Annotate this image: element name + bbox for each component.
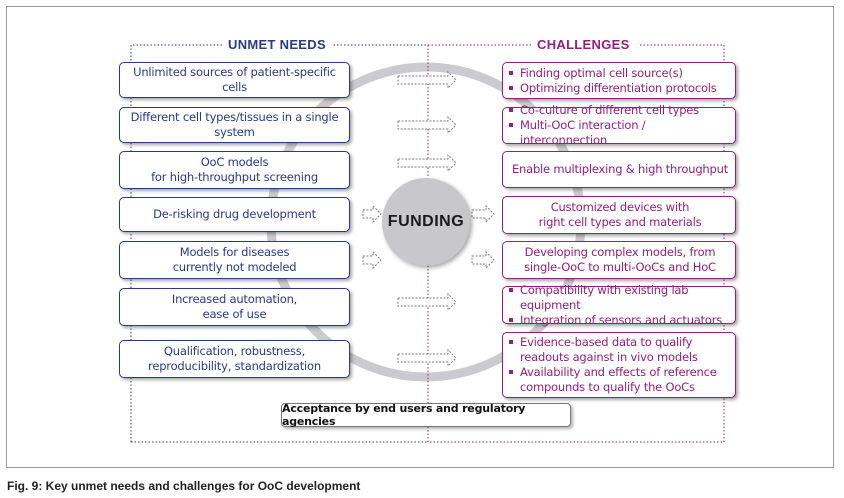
challenge-bullet: Evidence-based data to qualify readouts …: [509, 335, 731, 365]
challenge-bullet: Optimizing differentiation protocols: [509, 81, 731, 96]
need-box-6: Increased automation, ease of use: [119, 288, 350, 326]
bullet-square-icon: [509, 123, 513, 127]
need-text: Increased automation,: [171, 292, 298, 306]
need-text: ease of use: [202, 307, 267, 321]
acceptance-box: Acceptance by end users and regulatory a…: [281, 402, 571, 428]
bullet-square-icon: [509, 108, 513, 112]
challenges-header: CHALLENGES: [531, 37, 636, 52]
acceptance-text: Acceptance by end users and regulatory a…: [282, 402, 526, 428]
bullet-square-icon: [509, 317, 513, 322]
dashed-arrow-icon: [397, 153, 457, 173]
figure-caption: Fig. 9: Key unmet needs and challenges f…: [7, 479, 361, 493]
bullet-square-icon: [509, 370, 513, 374]
challenge-bullet: Availability and effects of reference co…: [509, 365, 731, 395]
need-text: currently not modeled: [172, 260, 297, 274]
challenge-text: Enable multiplexing & high throughput: [511, 162, 729, 176]
need-box-2: Different cell types/tissues in a single…: [119, 107, 350, 143]
challenges-bracket: [428, 44, 725, 443]
need-box-5: Models for diseases currently not modele…: [119, 241, 350, 279]
challenge-text: Optimizing differentiation protocols: [520, 80, 717, 95]
challenge-bullet: Compatibility with existing lab equipmen…: [509, 283, 731, 313]
need-text: OoC models: [200, 155, 269, 169]
challenge-bullet: Multi-OoC interaction / interconnection: [509, 118, 731, 148]
need-box-1: Unlimited sources of patient-specific ce…: [119, 62, 350, 98]
need-box-4: De-risking drug development: [119, 197, 350, 232]
challenge-box-3: Enable multiplexing & high throughput: [502, 151, 736, 188]
bullet-square-icon: [509, 287, 513, 292]
dashed-arrow-icon: [397, 292, 457, 312]
need-box-7: Qualification, robustness, reproducibili…: [119, 340, 350, 378]
challenge-text: Customized devices with: [550, 200, 690, 214]
challenge-box-4: Customized devices with right cell types…: [502, 196, 736, 234]
challenge-text: Availability and effects of reference co…: [520, 365, 717, 394]
needs-bracket: [130, 44, 222, 442]
arrow-group: [362, 70, 495, 368]
bullet-square-icon: [509, 70, 513, 75]
dashed-arrow-icon: [397, 348, 457, 368]
challenge-box-5: Developing complex models, from single-O…: [502, 241, 736, 279]
dashed-arrow-icon: [397, 115, 457, 135]
challenge-bullet: Co-culture of different cell types: [509, 103, 731, 118]
dashed-arrow-icon: [471, 204, 495, 224]
funding-circle: FUNDING: [382, 178, 470, 266]
challenge-text: Multi-OoC interaction / interconnection: [520, 118, 646, 147]
bullet-square-icon: [509, 340, 513, 344]
need-text: Different cell types/tissues in a single…: [130, 110, 339, 139]
challenge-text: Compatibility with existing lab equipmen…: [520, 282, 689, 312]
dashed-arrow-icon: [362, 204, 382, 224]
challenge-bullet: Finding optimal cell source(s): [509, 66, 731, 81]
challenge-box-2: Co-culture of different cell types Multi…: [502, 103, 736, 147]
need-text: Models for diseases: [179, 245, 290, 259]
need-text: De-risking drug development: [153, 207, 316, 221]
challenge-box-6: Compatibility with existing lab equipmen…: [502, 283, 736, 327]
dashed-arrow-icon: [471, 250, 495, 270]
challenge-box-1: Finding optimal cell source(s) Optimizin…: [502, 62, 736, 99]
bullet-square-icon: [509, 85, 513, 90]
challenge-text: Evidence-based data to qualify readouts …: [520, 335, 698, 364]
challenge-text: Integration of sensors and actuators: [520, 312, 723, 327]
need-text: reproducibility, standardization: [148, 359, 321, 373]
challenge-text: Co-culture of different cell types: [520, 103, 699, 117]
challenge-box-7: Evidence-based data to qualify readouts …: [502, 332, 736, 398]
challenge-text: single-OoC to multi-OoCs and HoC: [524, 260, 716, 274]
funding-label: FUNDING: [387, 213, 465, 230]
need-box-3: OoC models for high-throughput screening: [119, 151, 350, 189]
dashed-arrow-icon: [362, 250, 382, 270]
unmet-needs-header: UNMET NEEDS: [222, 37, 332, 52]
challenge-text: right cell types and materials: [538, 215, 702, 229]
dashed-arrow-icon: [397, 70, 457, 90]
need-text: for high-throughput screening: [151, 170, 318, 184]
challenge-text: Finding optimal cell source(s): [520, 65, 683, 80]
need-text: Qualification, robustness,: [163, 344, 306, 358]
need-text: Unlimited sources of patient-specific ce…: [133, 65, 336, 94]
challenge-bullet: Integration of sensors and actuators: [509, 313, 731, 328]
challenge-text: Developing complex models, from: [524, 245, 716, 259]
